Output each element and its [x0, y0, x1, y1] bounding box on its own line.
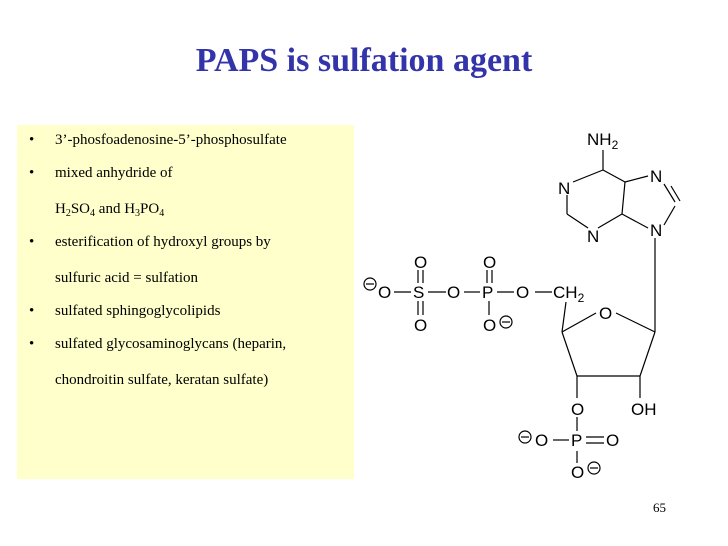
bullet-list: • 3’-phosfoadenosine-5’-phosphosulfate •…	[29, 133, 349, 406]
list-item: • sulfated glycosaminoglycans (heparin, …	[29, 337, 349, 388]
atom-n-top-right: N	[650, 167, 662, 186]
atom-n-bottom: N	[587, 227, 599, 246]
atom-o-bridge-1: O	[447, 283, 460, 302]
atom-o-phosphate-top: O	[483, 253, 496, 272]
atom-o-sulfate-anion: O	[378, 283, 391, 302]
atom-o-phosphate-anion: O	[535, 431, 548, 450]
bullet-panel: • 3’-phosfoadenosine-5’-phosphosulfate •…	[17, 125, 354, 479]
bullet-text-line2: chondroitin sulfate, keratan sulfate)	[55, 372, 269, 388]
list-item: • 3’-phosfoadenosine-5’-phosphosulfate	[29, 133, 349, 148]
atom-o-bottom-anion: O	[571, 463, 584, 482]
oh-label: OH	[631, 400, 657, 419]
atom-o-sulfate-top: O	[414, 253, 427, 272]
atom-o-double: O	[606, 431, 619, 450]
nh2-label: NH2	[587, 130, 619, 152]
page-title: PAPS is sulfation agent	[195, 42, 533, 79]
atom-p-1: P	[482, 283, 493, 302]
bullet-text: sulfated glycosaminoglycans (heparin,	[55, 336, 287, 352]
paps-structure-diagram: NH2 N N N N O O O S O P O CH2 O O O O OH…	[363, 130, 681, 482]
bullet-icon: •	[29, 165, 35, 181]
atom-p-2: P	[571, 431, 582, 450]
ch2-label: CH2	[553, 283, 585, 305]
atom-o-bridge-2: O	[516, 283, 529, 302]
atom-s: S	[413, 283, 424, 302]
bullet-text: mixed anhydride of	[55, 165, 173, 181]
bullet-text: sulfated sphingoglycolipids	[55, 303, 221, 319]
bullet-icon: •	[29, 132, 35, 148]
page-number: 65	[653, 500, 666, 515]
bullet-icon: •	[29, 234, 35, 250]
atom-o-phosphate-bottom: O	[483, 316, 496, 335]
list-item: • mixed anhydride of H2SO4 and H3PO4	[29, 165, 349, 219]
formula-line: H2SO4 and H3PO4	[55, 201, 165, 219]
list-item: • sulfated sphingoglycolipids	[29, 304, 349, 319]
bullet-text-line2: sulfuric acid = sulfation	[55, 270, 199, 286]
atom-o-ring: O	[599, 304, 612, 323]
bullet-icon: •	[29, 336, 35, 352]
bullet-icon: •	[29, 303, 35, 319]
bullet-text: 3’-phosfoadenosine-5’-phosphosulfate	[55, 132, 287, 148]
atom-o-sulfate-bottom: O	[414, 316, 427, 335]
atom-n-right: N	[650, 221, 662, 240]
list-item: • esterification of hydroxyl groups by s…	[29, 235, 349, 286]
bullet-text: esterification of hydroxyl groups by	[55, 234, 271, 250]
atom-n-left: N	[558, 179, 570, 198]
atom-o-3prime: O	[571, 400, 584, 419]
